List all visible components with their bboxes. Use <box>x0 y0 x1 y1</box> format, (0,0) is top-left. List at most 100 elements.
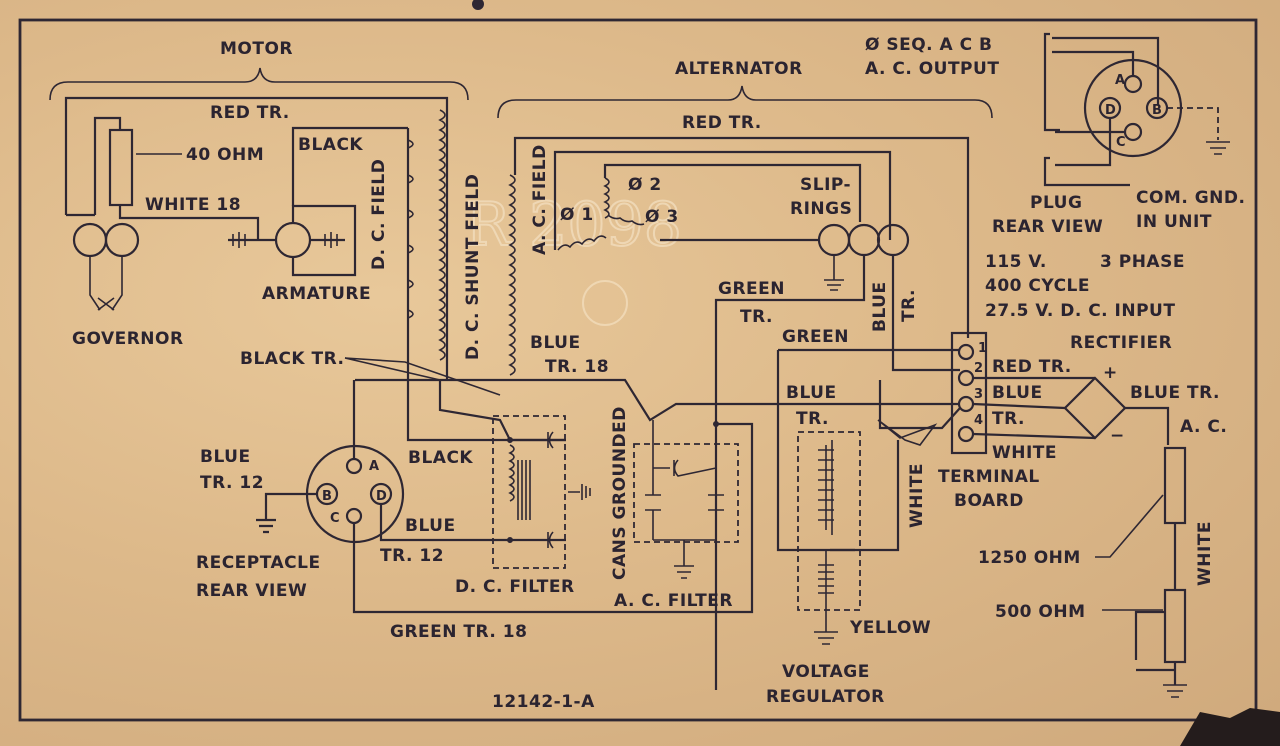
tb-red-tr-label: RED TR. <box>992 357 1072 377</box>
ac-filter-box <box>633 443 739 543</box>
slip-ring-1 <box>817 223 851 257</box>
tb-white-label: WHITE <box>992 443 1057 463</box>
alt-red-wire <box>513 136 970 338</box>
receptacle-pin-a <box>345 457 363 475</box>
regulator-title: VOLTAGE <box>782 662 870 682</box>
rec-blue2-label: BLUE <box>405 516 456 536</box>
junction-dot <box>713 421 719 427</box>
dc-field-coil-loops <box>407 139 414 319</box>
slip-label: SLIP- <box>800 175 851 195</box>
governor-coil-right <box>104 222 140 258</box>
plug-rear-view: REAR VIEW <box>992 217 1103 237</box>
dc-filter-box <box>492 415 566 569</box>
resistor-1250-ohm <box>1163 446 1187 525</box>
resistor-40-ohm <box>108 128 134 207</box>
dc-filter-label: D. C. FILTER <box>455 577 575 597</box>
terminal-3 <box>957 395 975 413</box>
embossed-serial: R 2098 <box>465 190 682 260</box>
plug-pin-c-label: C <box>1116 135 1126 150</box>
black-tr-label: BLACK TR. <box>240 349 344 369</box>
resistor-500-ohm <box>1163 588 1187 664</box>
rectifier-wires <box>972 376 1170 445</box>
alt-blue-tr18-label: TR. 18 <box>545 357 609 377</box>
dc-field-label: D. C. FIELD <box>369 159 389 270</box>
part-number: 12142-1-A <box>492 692 595 712</box>
rec-black-label: BLACK <box>408 448 473 468</box>
r1250-label: 1250 OHM <box>978 548 1081 568</box>
rectifier-wire-arrow <box>877 419 938 446</box>
r500-label: 500 OHM <box>995 602 1086 622</box>
black-label: BLACK <box>298 135 363 155</box>
white-18-wire <box>66 205 260 240</box>
phase-rating: 3 PHASE <box>1100 252 1185 272</box>
receptacle-pin-c <box>345 507 363 525</box>
tr-vertical-label: TR. <box>899 289 919 322</box>
rectifier-blue-tr: BLUE TR. <box>1130 383 1220 403</box>
input-rating: 27.5 V. D. C. INPUT <box>985 301 1175 321</box>
rectifier-plus: + <box>1103 363 1118 383</box>
resistor-ground-icon <box>1163 684 1187 698</box>
plug-bracket <box>1043 32 1130 187</box>
cans-grounded-label: CANS GROUNDED <box>610 406 630 580</box>
terminal-board-title: TERMINAL <box>938 467 1040 487</box>
armature-wiring <box>228 204 357 277</box>
blue2-tr-label: TR. <box>796 409 829 429</box>
plug-pin-d <box>1098 96 1122 120</box>
governor-label: GOVERNOR <box>72 329 184 349</box>
receptacle-rear-view: REAR VIEW <box>196 581 307 601</box>
phase-wire-2 <box>603 163 862 222</box>
plug-pin-a-label: A <box>1115 73 1126 88</box>
terminal-4 <box>957 425 975 443</box>
rings-label: RINGS <box>790 199 852 219</box>
r1250-pointer <box>1095 494 1164 558</box>
slip-ring-3 <box>876 223 910 257</box>
green-tr18-label: GREEN TR. 18 <box>390 622 527 642</box>
dc-filter-choke-icon <box>508 431 591 549</box>
stator-winding-icon <box>557 177 645 251</box>
terminal-1-label: 1 <box>978 341 988 356</box>
rec-blue-label: BLUE <box>200 447 251 467</box>
rec-tr12b-label: TR. 12 <box>380 546 444 566</box>
plug-pin-d-label: D <box>1105 103 1116 118</box>
receptacle-title: RECEPTACLE <box>196 553 321 573</box>
motor-red-wire <box>64 96 449 380</box>
plug-wires <box>1052 36 1160 167</box>
receptacle-green-wire <box>352 422 754 614</box>
green-wire <box>776 348 960 552</box>
corner-damage <box>1180 708 1280 746</box>
plug-ground-icon <box>1206 141 1230 155</box>
terminal-2-label: 2 <box>974 361 984 376</box>
ac-field-label: A. C. FIELD <box>530 144 550 255</box>
tb-blue-label: BLUE <box>992 383 1043 403</box>
tb-tr-label: TR. <box>992 409 1025 429</box>
armature-label: ARMATURE <box>262 284 371 304</box>
governor-contacts-icon <box>89 256 123 311</box>
slip-ring-2 <box>847 223 881 257</box>
green-label: GREEN <box>718 279 785 299</box>
terminal-3-label: 3 <box>974 387 984 402</box>
rec-pin-a-label: A <box>369 459 380 474</box>
rec-pin-c-label: C <box>330 511 340 526</box>
regulator-coil-icon <box>814 440 838 645</box>
terminal-1 <box>957 343 975 361</box>
alternator-brace <box>497 85 993 119</box>
ac-field-coil <box>508 174 516 376</box>
ground-icon <box>824 255 844 291</box>
plug-pin-a <box>1123 74 1143 94</box>
rec-pin-d-label: D <box>376 489 387 504</box>
ac-filter-label: A. C. FILTER <box>614 591 733 611</box>
rectifier-minus: − <box>1110 426 1125 446</box>
black-wire <box>291 126 408 206</box>
rectifier-title: RECTIFIER <box>1070 333 1172 353</box>
motor-section-label: MOTOR <box>220 39 293 59</box>
junction-dot <box>507 437 513 443</box>
terminal-board-title2: BOARD <box>954 491 1024 511</box>
plug-title: PLUG <box>1030 193 1082 213</box>
black-tr-pointer <box>344 357 501 396</box>
green2-label: GREEN <box>782 327 849 347</box>
plug-pin-c <box>1123 122 1143 142</box>
terminal-board-icon <box>950 331 988 455</box>
blue2-label: BLUE <box>786 383 837 403</box>
voltage-regulator-box <box>797 431 861 611</box>
